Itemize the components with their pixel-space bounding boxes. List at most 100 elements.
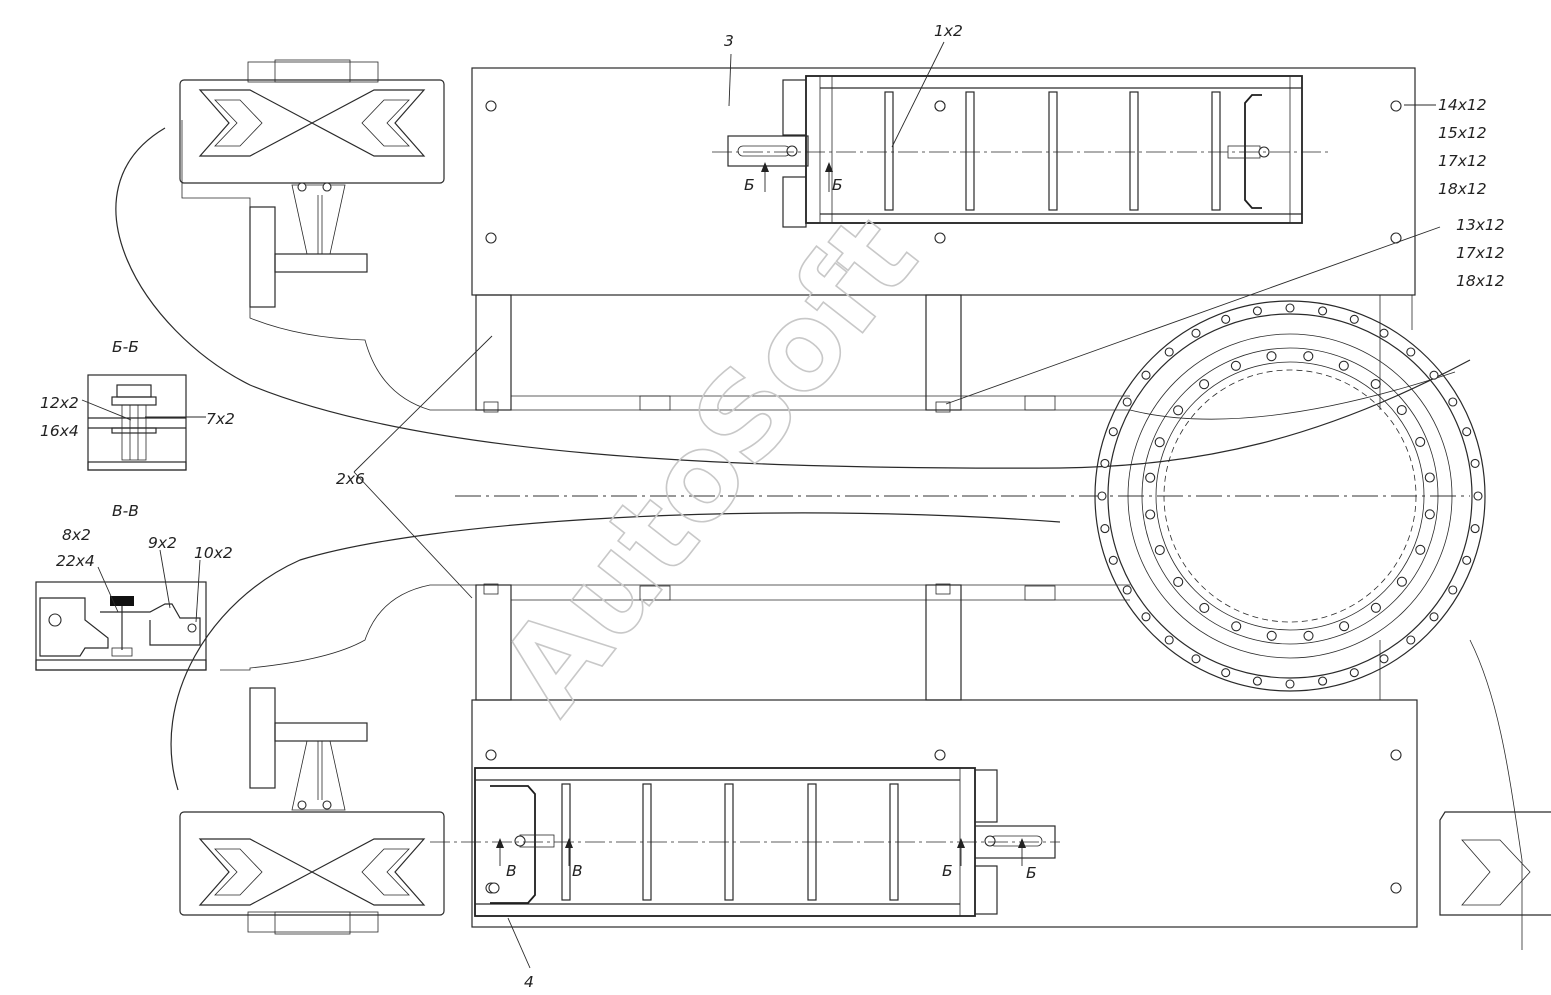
ring-inner-bolt xyxy=(1338,360,1349,371)
section-bb-detail xyxy=(87,374,187,471)
ring-inner-bolt xyxy=(1415,436,1426,447)
ring-bolt xyxy=(1285,679,1295,689)
ring-bolt xyxy=(1462,427,1472,437)
ring-bolt xyxy=(1448,397,1458,407)
right-side-contour xyxy=(1469,639,1523,950)
ring-bolt xyxy=(1470,524,1480,534)
label-part-15x12: 15x12 xyxy=(1438,124,1487,142)
ring-inner-bolt xyxy=(1424,472,1435,483)
ring-inner-bolt xyxy=(1415,544,1426,555)
ring-bolt xyxy=(1097,491,1107,501)
ring-inner-bolt xyxy=(1370,602,1381,613)
ring-bolt xyxy=(1108,555,1118,565)
label-part-8x2: 8x2 xyxy=(62,526,91,544)
lower-wheel-arch xyxy=(170,512,1061,791)
ring-inner-bolt xyxy=(1154,545,1165,556)
ring-bolt-set xyxy=(1097,303,1483,689)
ring-inner-bolt xyxy=(1231,621,1242,632)
ring-inner-bolt xyxy=(1199,379,1210,390)
ring-bolt xyxy=(1122,397,1132,407)
upper-ladder xyxy=(727,75,1303,228)
ring-bolt xyxy=(1141,370,1151,380)
ring-inner-bolt xyxy=(1339,621,1350,632)
label-part-3: 3 xyxy=(724,32,734,50)
cut-label-v-2: В xyxy=(572,862,583,880)
ring-inner-bolt xyxy=(1145,472,1156,483)
ring-bolt xyxy=(1122,585,1132,595)
ring-inner-bolt xyxy=(1266,351,1277,362)
right-wheel-partial xyxy=(1439,811,1551,916)
ring-inner-bolt xyxy=(1303,630,1314,641)
ring-bolt xyxy=(1100,458,1110,468)
label-part-7x2: 7x2 xyxy=(206,410,235,428)
label-part-2x6: 2x6 xyxy=(336,470,365,488)
label-part-17x12-a: 17x12 xyxy=(1438,152,1487,170)
label-part-14x12: 14x12 xyxy=(1438,96,1487,114)
upper-wheel-arch xyxy=(115,127,1471,469)
label-part-16x4: 16x4 xyxy=(40,422,79,440)
cut-label-b-3: Б xyxy=(942,862,953,880)
lower-inner-contour xyxy=(220,584,1130,671)
cut-label-b-4: Б xyxy=(1026,864,1037,882)
ring-inner-bolt xyxy=(1173,405,1184,416)
label-part-18x12-b: 18x12 xyxy=(1456,272,1505,290)
cut-markers xyxy=(430,151,1330,866)
upper-inner-contour xyxy=(181,120,1456,420)
ring-inner-bolt xyxy=(1266,630,1277,641)
label-part-13x12: 13x12 xyxy=(1456,216,1505,234)
ring-bolt xyxy=(1318,306,1328,316)
ring-bolt xyxy=(1221,668,1231,678)
ring-bolt xyxy=(1285,303,1295,313)
label-part-17x12-b: 17x12 xyxy=(1456,244,1505,262)
ring-inner-bolt xyxy=(1173,576,1184,587)
ring-bolt xyxy=(1462,555,1472,565)
ring-bolt xyxy=(1318,676,1328,686)
label-part-4: 4 xyxy=(524,973,534,991)
ring-bolt xyxy=(1379,328,1389,338)
slewing-ring xyxy=(1094,300,1486,692)
cut-label-v-1: В xyxy=(506,862,517,880)
ring-bolt xyxy=(1473,491,1483,501)
ring-bolt xyxy=(1379,654,1389,664)
label-part-22x4: 22x4 xyxy=(56,552,95,570)
ring-inner-bolt xyxy=(1370,379,1381,390)
lower-wheel-assembly xyxy=(179,687,445,935)
ring-bolt xyxy=(1429,370,1439,380)
ring-inner-bolt xyxy=(1303,351,1314,362)
ring-inner-bolt xyxy=(1154,437,1165,448)
label-part-1x2: 1x2 xyxy=(934,22,963,40)
lower-deck-plate xyxy=(471,583,1418,928)
cut-label-b-2: Б xyxy=(832,176,843,194)
ring-inner-bolt xyxy=(1230,360,1241,371)
ring-bolt xyxy=(1164,347,1174,357)
ring-bolt xyxy=(1191,328,1201,338)
ring-inner-bolt xyxy=(1424,509,1435,520)
cut-label-b-1: Б xyxy=(744,176,755,194)
ring-bolt xyxy=(1252,676,1262,686)
section-bb-title: Б-Б xyxy=(112,338,139,356)
ring-bolt xyxy=(1349,668,1359,678)
ring-inner-bolt xyxy=(1199,602,1210,613)
label-part-10x2: 10x2 xyxy=(194,544,233,562)
ring-bolt xyxy=(1221,314,1231,324)
ring-bolt xyxy=(1448,585,1458,595)
ring-bolt xyxy=(1406,635,1416,645)
ring-bolt xyxy=(1141,612,1151,622)
label-part-18x12-a: 18x12 xyxy=(1438,180,1487,198)
section-vv-detail xyxy=(35,581,207,671)
ring-inner-bolt xyxy=(1145,509,1156,520)
ring-inner-bolt xyxy=(1396,405,1407,416)
ring-bolt xyxy=(1470,458,1480,468)
watermark-text: AutoSoft xyxy=(473,190,943,737)
ring-bolt xyxy=(1100,524,1110,534)
label-part-9x2: 9x2 xyxy=(148,534,177,552)
ring-bolt xyxy=(1252,306,1262,316)
ring-bolt xyxy=(1406,347,1416,357)
leader-lines xyxy=(81,41,1441,969)
label-part-12x2: 12x2 xyxy=(40,394,79,412)
section-vv-title: В-В xyxy=(112,502,139,520)
ring-bolt xyxy=(1349,314,1359,324)
ring-bolt xyxy=(1164,635,1174,645)
ring-inner-bolt xyxy=(1396,576,1407,587)
